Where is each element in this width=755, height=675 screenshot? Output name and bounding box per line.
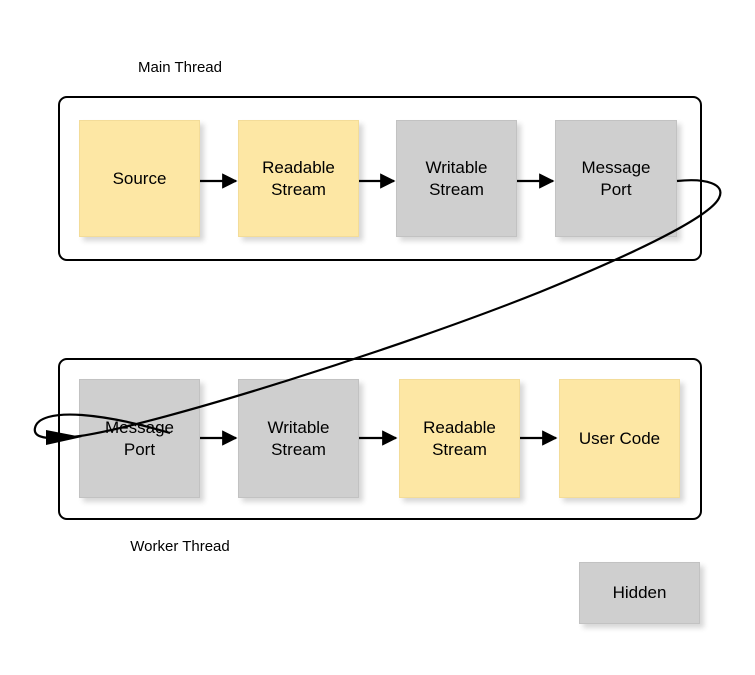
legend-node-hidden-label: Hidden [612,583,667,602]
main-thread-label: Main Thread [138,59,222,76]
main-node-message-port-label: Message Port [581,157,651,199]
worker-node-user-code[interactable]: User Code [559,379,680,498]
main-node-source[interactable]: Source [79,120,200,237]
worker-node-readable-stream[interactable]: Readable Stream [399,379,520,498]
main-node-writable-stream[interactable]: Writable Stream [396,120,517,237]
main-node-readable-stream-label: Readable Stream [262,157,335,199]
worker-node-writable-stream-label: Writable Stream [267,417,330,459]
worker-node-message-port-label: Message Port [105,417,174,459]
main-node-writable-stream-label: Writable Stream [425,157,488,199]
main-node-source-label: Source [112,168,167,188]
worker-node-message-port[interactable]: Message Port [79,379,200,498]
worker-node-user-code-label: User Code [578,428,661,448]
main-node-message-port[interactable]: Message Port [555,120,677,237]
worker-node-writable-stream[interactable]: Writable Stream [238,379,359,498]
main-node-readable-stream[interactable]: Readable Stream [238,120,359,237]
legend-node-hidden[interactable]: Hidden [579,562,700,624]
worker-node-readable-stream-label: Readable Stream [423,417,496,459]
worker-thread-label: Worker Thread [130,538,230,555]
